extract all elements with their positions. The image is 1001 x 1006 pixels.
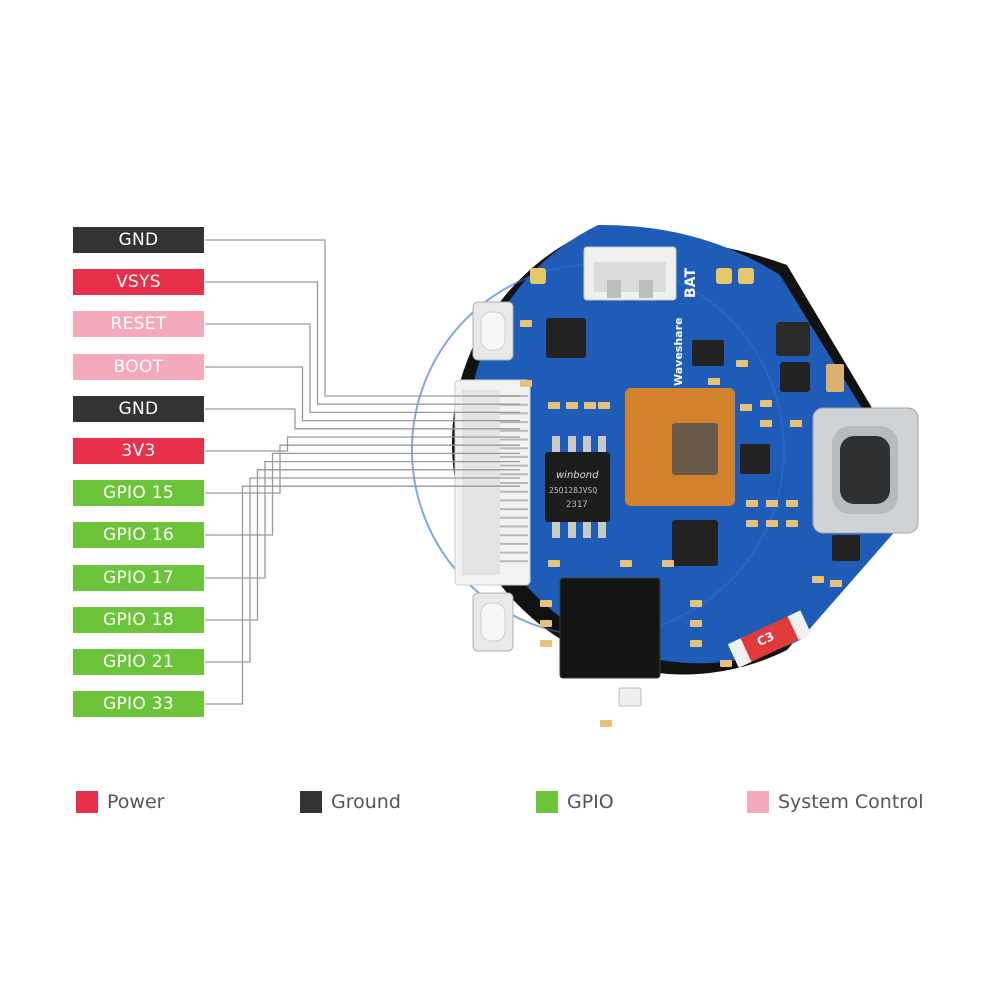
pin-label-gpio-33: GPIO 33 <box>73 691 204 717</box>
pin-wire <box>205 408 520 430</box>
brand-silkscreen: Waveshare <box>672 317 685 386</box>
boot-silkscreen: BOOT <box>450 597 465 638</box>
legend-item-ground: Ground <box>300 790 401 814</box>
flash-code-text: 2317 <box>566 500 588 510</box>
reset-button[interactable] <box>472 301 514 361</box>
legend-swatch <box>300 791 322 813</box>
pin-wire <box>205 469 520 621</box>
legend-swatch <box>536 791 558 813</box>
pin-label-gpio-16: GPIO 16 <box>73 522 204 548</box>
usb-c-port[interactable] <box>812 407 919 534</box>
legend-item-system: System Control <box>747 790 924 814</box>
pin-wire <box>205 239 520 397</box>
pin-wire <box>205 485 520 705</box>
flash-chip <box>545 436 610 538</box>
battery-connector <box>583 246 677 301</box>
pin-label-gpio-17: GPIO 17 <box>73 565 204 591</box>
boot-button[interactable] <box>472 592 514 652</box>
pin-wire <box>205 323 520 414</box>
pin-label-gnd: GND <box>73 396 204 422</box>
pin-label-3v3: 3V3 <box>73 438 204 464</box>
legend-label: Ground <box>331 791 401 813</box>
pin-label-reset: RESET <box>73 311 204 337</box>
pin-label-gnd: GND <box>73 227 204 253</box>
pin-wire <box>205 281 520 405</box>
pin-label-gpio-18: GPIO 18 <box>73 607 204 633</box>
legend-label: Power <box>107 791 165 813</box>
pin-label-gpio-15: GPIO 15 <box>73 480 204 506</box>
pin-wire <box>205 436 520 452</box>
legend-label: System Control <box>778 791 924 813</box>
legend-item-gpio: GPIO <box>536 790 614 814</box>
flash-brand-text: winbond <box>556 470 599 481</box>
legend-label: GPIO <box>567 791 614 813</box>
bat-silkscreen: BAT <box>683 268 699 298</box>
legend-swatch <box>76 791 98 813</box>
c3-component <box>727 610 812 668</box>
legend-swatch <box>747 791 769 813</box>
pin-wire <box>205 460 520 579</box>
pin-wire <box>205 477 520 663</box>
pin-label-gpio-21: GPIO 21 <box>73 649 204 675</box>
antenna-patch <box>625 388 735 506</box>
fpc-connector <box>454 379 531 586</box>
reset-silkscreen: RESET <box>427 283 442 330</box>
pin-wire <box>205 366 520 422</box>
legend-item-power: Power <box>76 790 164 814</box>
mcu-chip <box>559 577 661 679</box>
flash-part-text: 25Q128JVSQ <box>549 486 598 495</box>
pin-label-vsys: VSYS <box>73 269 204 295</box>
pin-label-boot: BOOT <box>73 354 204 380</box>
pin-wire <box>205 452 520 536</box>
